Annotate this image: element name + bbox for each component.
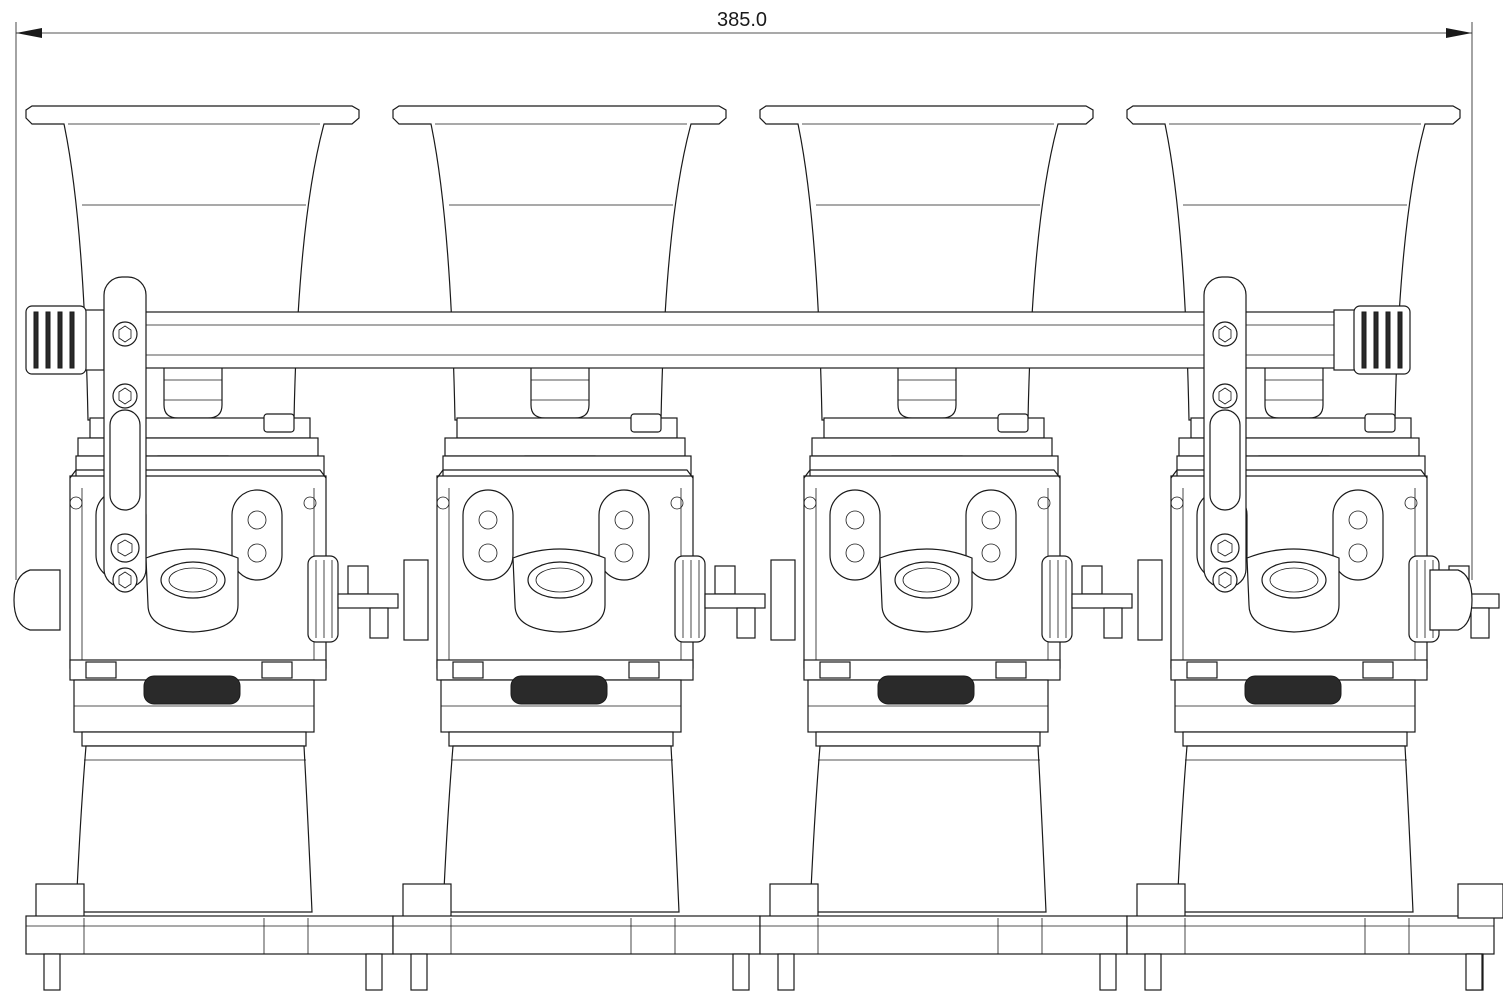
base-rail-end bbox=[1457, 883, 1503, 991]
left-end-cap bbox=[13, 569, 61, 631]
dimension-label: 385.0 bbox=[717, 9, 767, 31]
throttle-body-unit bbox=[25, 105, 429, 991]
right-throttle-lever bbox=[1203, 276, 1247, 593]
left-end-nut bbox=[25, 305, 105, 375]
overall-dimension: 385.0 bbox=[15, 9, 1473, 580]
left-throttle-lever bbox=[103, 276, 147, 593]
right-end-cap bbox=[1429, 569, 1473, 631]
throttle-body-unit bbox=[392, 105, 796, 991]
throttle-body-unit bbox=[759, 105, 1163, 991]
throttle-body-units bbox=[25, 105, 1503, 991]
throttle-body-unit bbox=[1126, 105, 1500, 991]
linkage-shaft bbox=[99, 311, 1351, 369]
right-end-nut bbox=[1333, 305, 1411, 375]
